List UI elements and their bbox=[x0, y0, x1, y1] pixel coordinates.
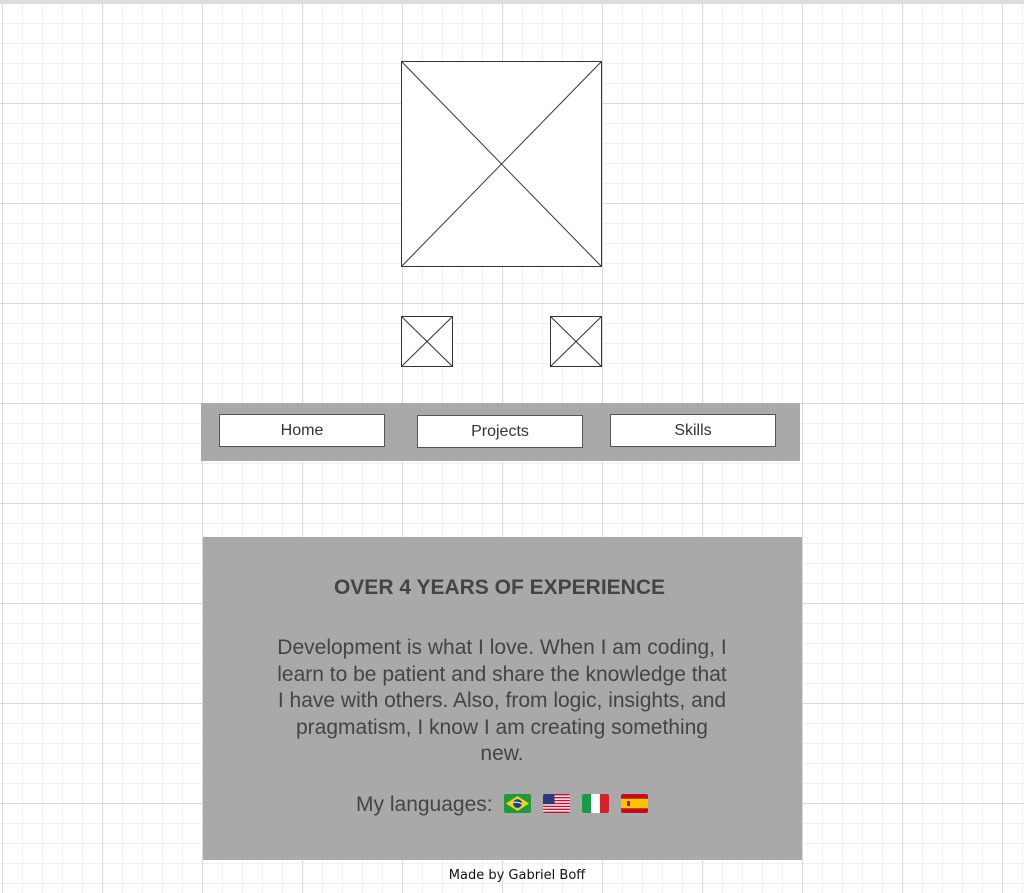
languages-row: My languages: bbox=[0, 793, 1004, 817]
image-placeholder-icon bbox=[551, 317, 601, 366]
about-panel bbox=[203, 537, 802, 860]
footer-credit: Made by Gabriel Boff bbox=[448, 868, 586, 883]
spain-flag-icon bbox=[620, 794, 648, 813]
usa-flag-icon bbox=[543, 794, 571, 813]
experience-headline: OVER 4 YEARS OF EXPERIENCE bbox=[333, 576, 666, 599]
navigation-bar: Home Projects Skills bbox=[201, 403, 800, 461]
image-placeholder-icon bbox=[402, 317, 452, 366]
nav-home-button[interactable]: Home bbox=[219, 414, 385, 447]
social-icon-right-placeholder[interactable] bbox=[550, 316, 602, 367]
about-paragraph: Development is what I love. When I am co… bbox=[277, 636, 727, 765]
nav-projects-button[interactable]: Projects bbox=[417, 415, 583, 448]
image-placeholder-icon bbox=[402, 62, 601, 266]
social-icon-left-placeholder[interactable] bbox=[401, 316, 453, 367]
languages-label: My languages: bbox=[356, 793, 493, 816]
top-border bbox=[0, 0, 1024, 4]
italy-flag-icon bbox=[582, 794, 610, 813]
nav-skills-button[interactable]: Skills bbox=[610, 414, 776, 447]
brazil-flag-icon bbox=[504, 794, 532, 813]
main-image-placeholder bbox=[401, 61, 602, 267]
